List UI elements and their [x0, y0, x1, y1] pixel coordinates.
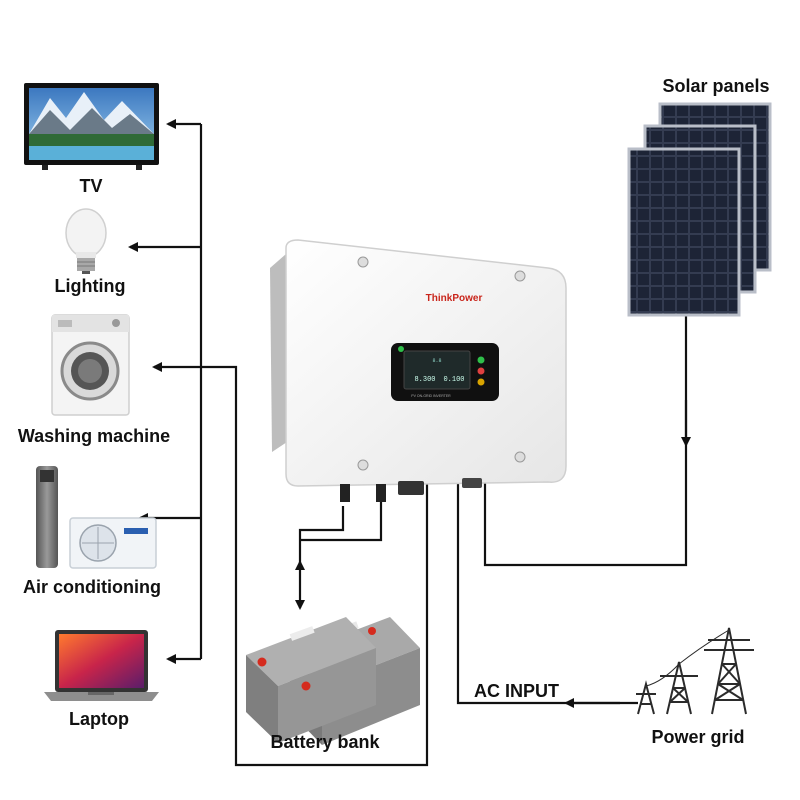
- laptop-icon: [44, 630, 159, 701]
- power-line: [645, 629, 730, 687]
- inverter-screen-caption: PV ON-GRID INVERTER: [411, 394, 451, 398]
- transmission-tower-small: [636, 680, 656, 715]
- arrow-to-washing-machine: [152, 362, 429, 767]
- tv-label: TV: [79, 176, 103, 196]
- light-bulb-icon: [65, 208, 107, 274]
- ac-input-label: AC INPUT: [474, 681, 559, 701]
- battery-bank-icon: [246, 617, 420, 745]
- laptop-label: Laptop: [69, 709, 129, 729]
- lighting-label: Lighting: [54, 276, 126, 296]
- air-conditioning-label: Air conditioning: [23, 577, 161, 597]
- battery-link-line-2: [300, 500, 383, 542]
- washing-machine-label: Washing machine: [17, 426, 171, 446]
- wiring: [128, 119, 691, 767]
- power-grid-label: Power grid: [651, 727, 745, 747]
- battery-bank-label: Battery bank: [270, 732, 380, 752]
- washing-machine-icon: [51, 314, 130, 416]
- battery-front: [246, 617, 376, 743]
- transmission-tower-medium: [660, 661, 698, 715]
- inverter-screen-value-3: 0.100: [443, 376, 464, 384]
- battery-link-line: [298, 506, 345, 565]
- solar-panels-label: Solar panels: [662, 76, 770, 96]
- inverter-icon: [270, 239, 567, 502]
- inverter-screen-value-1: 8.8: [432, 358, 441, 364]
- inverter-screen-value-2: 8.300: [414, 376, 435, 384]
- solar-panels-icon: [627, 102, 772, 317]
- air-conditioner-icon: [36, 466, 157, 569]
- tv-icon: [24, 83, 159, 170]
- transmission-tower-large: [704, 627, 754, 715]
- power-grid-icon: [636, 627, 754, 715]
- inverter-brand-label: ThinkPower: [426, 293, 483, 304]
